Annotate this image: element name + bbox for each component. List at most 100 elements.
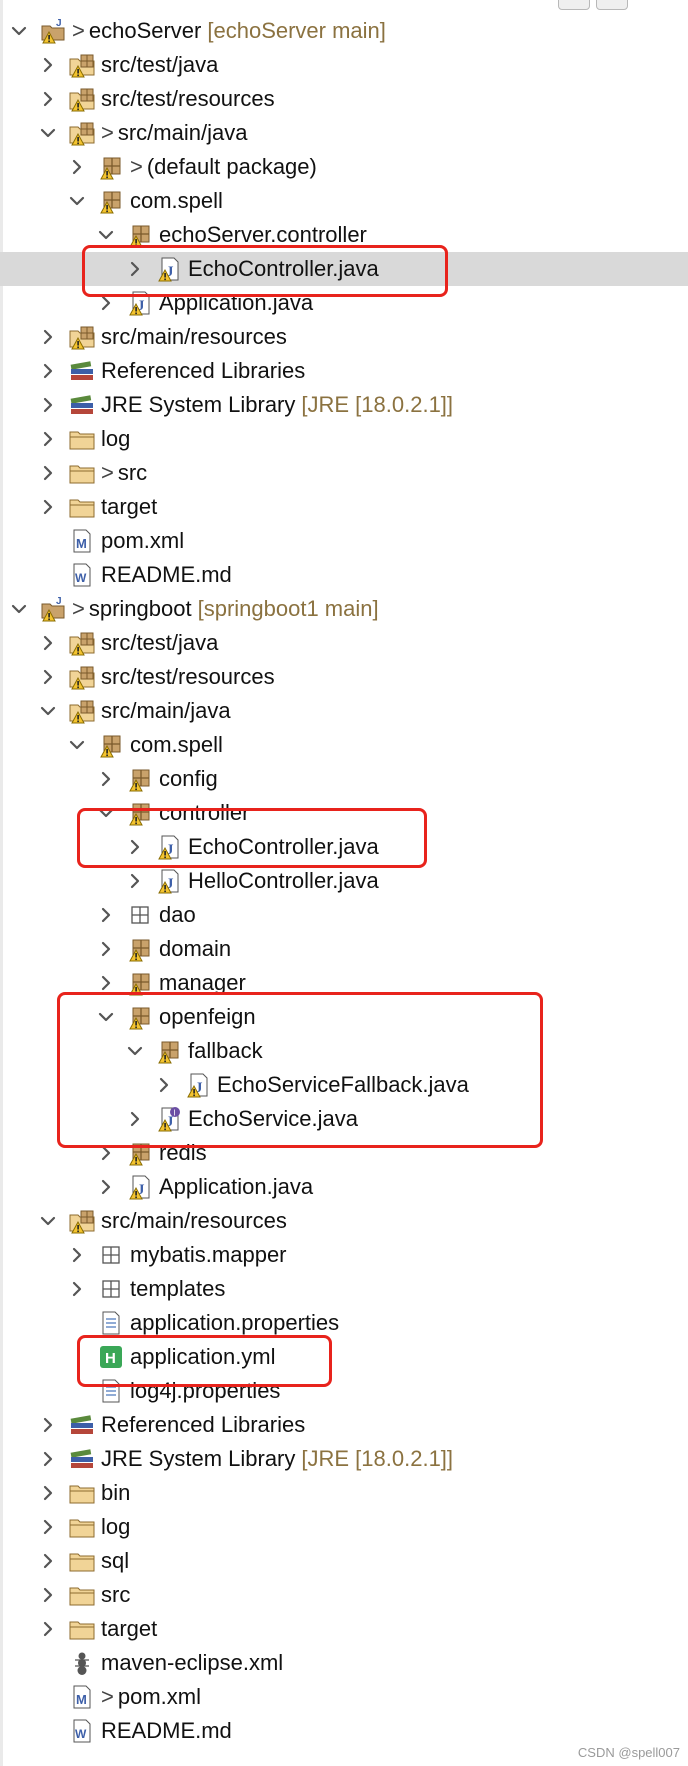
tree-item-log[interactable]: log (0, 1510, 688, 1544)
chevron-right-icon[interactable] (95, 1176, 117, 1198)
chevron-right-icon[interactable] (66, 156, 88, 178)
chevron-right-icon[interactable] (37, 1414, 59, 1436)
tree-item-redis[interactable]: redis (0, 1136, 688, 1170)
chevron-right-icon[interactable] (153, 1074, 175, 1096)
chevron-right-icon[interactable] (37, 1516, 59, 1538)
chevron-down-icon[interactable] (124, 1040, 146, 1062)
link-with-editor-button[interactable] (596, 0, 628, 10)
tree-item-com-spell[interactable]: com.spell (0, 184, 688, 218)
tree-item-maven-eclipse-xml[interactable]: maven-eclipse.xml (0, 1646, 688, 1680)
tree-item-config[interactable]: config (0, 762, 688, 796)
chevron-down-icon[interactable] (95, 802, 117, 824)
chevron-down-icon[interactable] (37, 700, 59, 722)
tree-item-log4j-properties[interactable]: log4j.properties (0, 1374, 688, 1408)
tree-item-controller[interactable]: controller (0, 796, 688, 830)
chevron-right-icon[interactable] (37, 666, 59, 688)
tree-item-src[interactable]: >src (0, 456, 688, 490)
tree-item-target[interactable]: target (0, 490, 688, 524)
tree-item-src-main-resources[interactable]: src/main/resources (0, 320, 688, 354)
tree-item-com-spell[interactable]: com.spell (0, 728, 688, 762)
tree-item-bin[interactable]: bin (0, 1476, 688, 1510)
tree-item-pom-xml[interactable]: M>pom.xml (0, 1680, 688, 1714)
chevron-right-icon[interactable] (124, 836, 146, 858)
tree-item-sql[interactable]: sql (0, 1544, 688, 1578)
project-echoserver[interactable]: J>echoServer[echoServer main] (0, 14, 688, 48)
chevron-right-icon[interactable] (95, 972, 117, 994)
tree-item-label: README.md (101, 1718, 232, 1743)
chevron-right-icon[interactable] (37, 1482, 59, 1504)
tree-item-src-test-resources[interactable]: src/test/resources (0, 660, 688, 694)
tree-item-fallback[interactable]: fallback (0, 1034, 688, 1068)
chevron-right-icon[interactable] (37, 632, 59, 654)
tree-item-referenced-libraries[interactable]: Referenced Libraries (0, 354, 688, 388)
tree-item-application-properties[interactable]: application.properties (0, 1306, 688, 1340)
tree-item-src-test-java[interactable]: src/test/java (0, 48, 688, 82)
chevron-down-icon[interactable] (95, 224, 117, 246)
project-springboot[interactable]: J>springboot[springboot1 main] (0, 592, 688, 626)
tree-item-target[interactable]: target (0, 1612, 688, 1646)
chevron-right-icon[interactable] (124, 258, 146, 280)
chevron-right-icon[interactable] (37, 394, 59, 416)
chevron-right-icon[interactable] (37, 462, 59, 484)
chevron-right-icon[interactable] (37, 1550, 59, 1572)
chevron-down-icon[interactable] (8, 598, 30, 620)
chevron-right-icon[interactable] (66, 1278, 88, 1300)
chevron-right-icon[interactable] (37, 1584, 59, 1606)
tree-item-src-main-java[interactable]: src/main/java (0, 694, 688, 728)
tree-item-domain[interactable]: domain (0, 932, 688, 966)
tree-item-log[interactable]: log (0, 422, 688, 456)
tree-item-src-main-resources[interactable]: src/main/resources (0, 1204, 688, 1238)
chevron-right-icon[interactable] (37, 496, 59, 518)
chevron-right-icon[interactable] (37, 326, 59, 348)
chevron-right-icon[interactable] (124, 1108, 146, 1130)
tree-item-src-test-resources[interactable]: src/test/resources (0, 82, 688, 116)
chevron-right-icon[interactable] (37, 1448, 59, 1470)
chevron-down-icon[interactable] (95, 1006, 117, 1028)
chevron-right-icon[interactable] (37, 360, 59, 382)
chevron-right-icon[interactable] (95, 292, 117, 314)
chevron-right-icon[interactable] (95, 904, 117, 926)
package-icon (129, 769, 150, 792)
chevron-right-icon[interactable] (66, 1244, 88, 1266)
chevron-right-icon[interactable] (37, 1618, 59, 1640)
chevron-down-icon[interactable] (66, 734, 88, 756)
tree-item-manager[interactable]: manager (0, 966, 688, 1000)
chevron-down-icon[interactable] (8, 20, 30, 42)
chevron-right-icon[interactable] (37, 428, 59, 450)
tree-item-mybatis-mapper[interactable]: mybatis.mapper (0, 1238, 688, 1272)
tree-item-templates[interactable]: templates (0, 1272, 688, 1306)
chevron-down-icon[interactable] (66, 190, 88, 212)
svg-text:J: J (166, 1114, 174, 1130)
tree-item-openfeign[interactable]: openfeign (0, 1000, 688, 1034)
tree-item-src[interactable]: src (0, 1578, 688, 1612)
chevron-down-icon[interactable] (37, 122, 59, 144)
tree-item-referenced-libraries[interactable]: Referenced Libraries (0, 1408, 688, 1442)
collapse-all-button[interactable] (558, 0, 590, 10)
chevron-right-icon[interactable] (95, 1142, 117, 1164)
tree-item-dao[interactable]: dao (0, 898, 688, 932)
folder-icon (69, 1553, 95, 1572)
tree-item-src-test-java[interactable]: src/test/java (0, 626, 688, 660)
chevron-right-icon[interactable] (95, 768, 117, 790)
chevron-right-icon[interactable] (37, 54, 59, 76)
chevron-right-icon[interactable] (124, 870, 146, 892)
tree-item-echoserver-controller[interactable]: echoServer.controller (0, 218, 688, 252)
tree-item-jre-system-library[interactable]: JRE System Library[JRE [18.0.2.1]] (0, 1442, 688, 1476)
tree-item-jre-system-library[interactable]: JRE System Library[JRE [18.0.2.1]] (0, 388, 688, 422)
tree-item-default-package[interactable]: >(default package) (0, 150, 688, 184)
tree-item-src-main-java[interactable]: >src/main/java (0, 116, 688, 150)
chevron-down-icon[interactable] (37, 1210, 59, 1232)
chevron-right-icon[interactable] (37, 88, 59, 110)
chevron-right-icon[interactable] (95, 938, 117, 960)
